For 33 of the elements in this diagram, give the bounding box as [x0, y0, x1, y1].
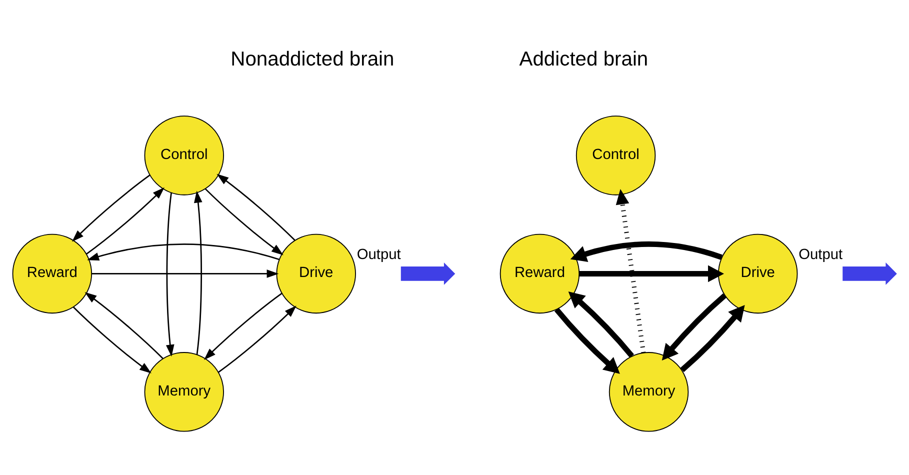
arrow [662, 293, 727, 361]
arrow [579, 265, 724, 282]
arrow [194, 190, 202, 355]
node-circle: Drive [718, 234, 798, 314]
arrow [568, 292, 634, 358]
arrow [554, 308, 620, 374]
node-circle: Control [576, 116, 656, 196]
label: Nonaddicted brain [230, 48, 394, 70]
node-label: Output [356, 246, 401, 263]
arrow [166, 192, 174, 357]
node-circle: Control [144, 116, 224, 196]
node-circle: Reward [500, 234, 580, 314]
arrow [72, 174, 150, 242]
node-label: Output [798, 246, 843, 263]
arrow [72, 306, 152, 374]
arrow [616, 188, 646, 354]
arrow [680, 305, 745, 372]
arrow [204, 292, 282, 360]
arrow [86, 187, 164, 255]
arrow [204, 188, 284, 256]
arrow [84, 292, 164, 359]
node-circle: Memory [608, 352, 689, 432]
label: Addicted brain [519, 48, 648, 70]
arrow [87, 244, 280, 261]
node-circle: Reward [12, 234, 92, 314]
arrow [92, 270, 279, 278]
node-circle: Memory [144, 352, 224, 432]
arrow [570, 241, 722, 262]
node-arrow [842, 262, 897, 285]
arrow [216, 174, 296, 241]
node-arrow [400, 262, 456, 285]
node-circle: Drive [276, 234, 356, 314]
arrow [218, 306, 296, 373]
